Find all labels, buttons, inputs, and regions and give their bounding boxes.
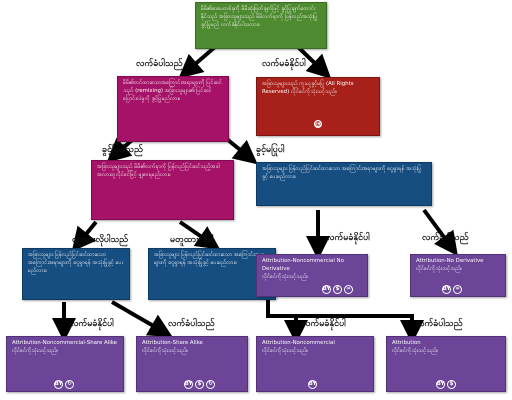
edge-label-right-yes: လက်ခံပါသည် — [422, 233, 469, 243]
by-icon: BY — [436, 380, 445, 389]
license-by-text: လိုင်စင်ကိုသုံးသင့်သည်။ — [392, 347, 439, 354]
license-by-nc-nd-icons: BY $ = — [322, 285, 353, 294]
by-icon: BY — [184, 380, 193, 389]
node-commercial-question-mid: အခြားသူများ ပြန်လည်ပြင်ဆင်ထားသော အကြောင်… — [148, 248, 276, 300]
nc-icon: $ — [447, 380, 456, 389]
node-remix-question: မိမိ၏တင်ထားသောအကြောင်းအရာများကို ပြင်ဆင်… — [117, 76, 229, 142]
arrow-start-to-all-rights — [296, 45, 332, 79]
edge-label-different-license: မတူထားလိုပါ — [170, 235, 214, 245]
edge-label-accept-remix: လက်ခံပါသည် — [136, 59, 183, 69]
node-sharealike-question: အခြားသူများသည် မိမိ၏လက်ရာကို ပြန်လည်ပြင်… — [91, 160, 234, 220]
license-by: Attribution လိုင်စင်ကိုသုံးသင့်သည်။ — [386, 336, 506, 392]
license-by-nc-text: လိုင်စင်ကိုသုံးသင့်သည်။ — [262, 347, 309, 354]
edge-label-mid-yes: လက်ခံပါသည် — [416, 319, 463, 329]
edge-label-right-no: လက်မခံနိုင်ပါ — [326, 233, 370, 243]
arrow-mid-to-by — [266, 300, 424, 344]
license-by-sa-text: လိုင်စင်ကိုသုံးသင့်သည်။ — [142, 347, 189, 354]
license-by-nc: Attribution-Noncommercial လိုင်စင်ကိုသုံ… — [256, 336, 374, 392]
edge-label-mid-no: လက်မခံနိုင်ပါ — [302, 319, 346, 329]
node-commercial-question-right-text: အခြားသူများ ပြန်လည်ပြင်ဆင်ထားသော အကြောင်… — [262, 166, 422, 180]
license-by-sa-icons: BY $ ↻ — [184, 380, 215, 389]
edge-label-left-no: လက်မခံနိုင်ပါ — [70, 319, 114, 329]
node-commercial-question-mid-text: အခြားသူများ ပြန်လည်ပြင်ဆင်ထားသော အကြောင်… — [154, 252, 265, 266]
license-by-nc-nd-text: လိုင်စင်ကိုသုံးသင့်သည်။ — [262, 273, 309, 280]
node-commercial-question-left-text: အခြားသူများ ပြန်လည်ပြင်ဆင်ထားသော အကြောင်… — [28, 252, 123, 274]
by-icon: BY — [308, 380, 317, 389]
node-remix-question-text: မိမိ၏တင်ထားသောအကြောင်းအရာများကို ပြင်ဆင်… — [123, 80, 222, 102]
arrow-remix-to-right-commercial — [200, 138, 258, 165]
arrow-sharealike-to-left-commercial — [71, 220, 98, 252]
license-by-nd-text: လိုင်စင်ကိုသုံးသင့်သည်။ — [416, 265, 463, 272]
arrow-right-to-by-nd — [422, 208, 458, 257]
by-icon: BY — [54, 380, 63, 389]
license-by-icons: BY $ — [436, 380, 456, 389]
sa-icon: ↻ — [206, 380, 215, 389]
node-commercial-question-right: အခြားသူများ ပြန်လည်ပြင်ဆင်ထားသော အကြောင်… — [256, 162, 432, 206]
by-icon: BY — [442, 285, 451, 294]
node-start-text: မိမိ၏စာပေတစ်ခုကို မိမိဆုံးဖြတ်ချက်ဖြင့် … — [201, 6, 318, 28]
node-start: မိမိ၏စာပေတစ်ခုကို မိမိဆုံးဖြတ်ချက်ဖြင့် … — [195, 2, 327, 49]
node-sharealike-question-text: အခြားသူများသည် မိမိ၏လက်ရာကို ပြန်လည်ပြင်… — [97, 164, 220, 178]
edge-label-same-license: တူထားလိုပါသည် — [72, 235, 128, 245]
license-by-nc-sa-icons: BY ↻ — [54, 380, 74, 389]
license-by-nc-icons: BY — [308, 380, 317, 389]
license-by-nd-title: Attribution-No Derivative — [416, 258, 484, 264]
arrow-sharealike-to-mid-commercial — [178, 220, 221, 250]
arrow-left-to-by-sa — [111, 300, 173, 337]
license-by-nc-sa-title: Attribution-Noncommercial-Share Alike — [12, 340, 117, 346]
license-by-nc-sa: Attribution-Noncommercial-Share Alike လိ… — [6, 336, 124, 392]
edge-label-allow-remix: ခွင့်ပြုပါသည် — [102, 145, 143, 155]
arrow-remix-to-sharealike — [106, 137, 134, 163]
nc-icon: $ — [333, 285, 342, 294]
sa-icon: ↻ — [65, 380, 74, 389]
nd-icon: = — [344, 285, 353, 294]
license-by-nc-title: Attribution-Noncommercial — [262, 340, 335, 346]
license-by-nd-icons: BY = — [442, 285, 462, 294]
license-by-title: Attribution — [392, 340, 421, 346]
by-icon: BY — [322, 285, 331, 294]
license-by-sa-title: Attribution-Share Alike — [142, 340, 203, 346]
edge-label-disallow-remix: ခွင့်မပြုပါ — [256, 145, 285, 155]
node-commercial-question-left: အခြားသူများ ပြန်လည်ပြင်ဆင်ထားသော အကြောင်… — [22, 248, 130, 300]
nd-icon: = — [453, 285, 462, 294]
edge-label-reject-all-rights: လက်မခံနိုင်ပါ — [262, 59, 306, 69]
arrow-start-to-remix — [178, 45, 217, 79]
license-by-nc-sa-text: လိုင်စင်ကိုသုံးသင့်သည်။ — [12, 347, 59, 354]
edge-label-left-yes: လက်ခံပါသည် — [168, 319, 215, 329]
node-all-rights-reserved-text: အခြားသူများသည် ကူးယူခွင့်မပြု (All Right… — [262, 81, 354, 95]
nc-icon: $ — [195, 380, 204, 389]
copyright-icon: © — [312, 118, 324, 130]
license-by-nc-nd-title: Attribution-Noncommercial No Derivative — [262, 258, 344, 272]
